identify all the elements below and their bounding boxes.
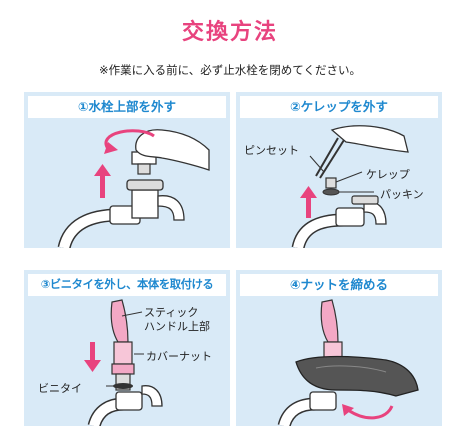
step-4-panel: ④ナットを締める xyxy=(236,270,442,426)
kerep-label: ケレップ xyxy=(366,168,410,181)
step-3-illustration xyxy=(84,299,163,426)
up-arrow-icon xyxy=(300,186,317,218)
step-1-illustration xyxy=(57,129,210,248)
step-1-heading: ①水栓上部を外す xyxy=(28,96,226,118)
stick-label: スティック xyxy=(144,306,199,319)
step-2-panel: ②ケレップを外す ピンセット ケレップ パッキン xyxy=(236,92,442,248)
up-arrow-icon xyxy=(94,164,111,198)
step-3-heading: ③ビニタイを外し、本体を取付ける xyxy=(28,274,226,296)
step-4-heading: ④ナットを締める xyxy=(240,274,438,296)
step-3-panel: ③ビニタイを外し、本体を取付ける スティック ハンドル上部 カバーナット ビニタ… xyxy=(24,270,230,426)
step-2-illustration xyxy=(291,125,409,248)
down-arrow-icon xyxy=(84,342,101,372)
step-4-illustration xyxy=(277,299,419,426)
rotate-arrow-icon xyxy=(347,405,394,420)
page-title: 交換方法 xyxy=(181,20,278,45)
tweezers-label: ピンセット xyxy=(244,144,299,157)
packing-label: パッキン xyxy=(380,188,424,201)
step-1-panel: ①水栓上部を外す xyxy=(24,92,230,248)
handle-top-label: ハンドル上部 xyxy=(144,320,210,333)
vinyl-tie-label: ビニタイ xyxy=(38,382,82,395)
cover-nut-label: カバーナット xyxy=(146,350,212,363)
caution-note: ※作業に入る前に、必ず止水栓を閉めてください。 xyxy=(99,63,361,77)
rotate-arrow-icon xyxy=(104,129,155,151)
step-2-heading: ②ケレップを外す xyxy=(240,96,438,118)
